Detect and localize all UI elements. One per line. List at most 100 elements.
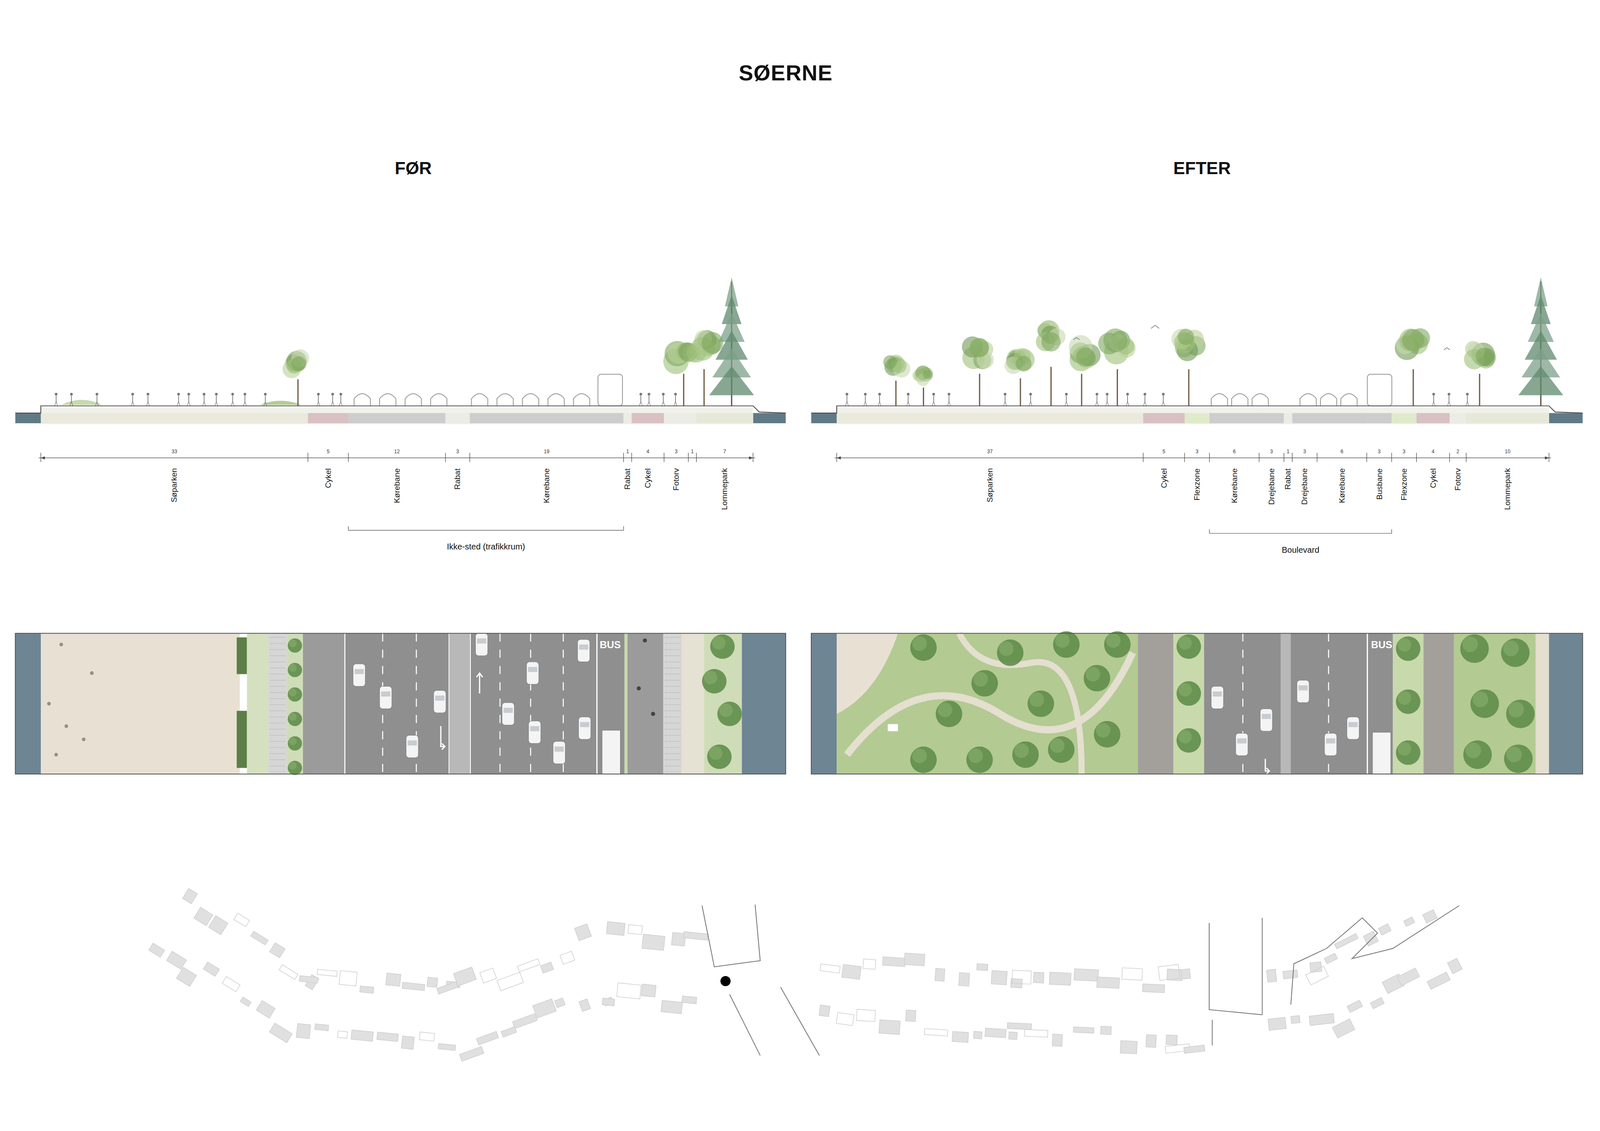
- bracket-line: [1391, 529, 1392, 534]
- tree-canopy: [1395, 636, 1421, 662]
- car-outline: [1231, 393, 1248, 406]
- person-figure: [1145, 402, 1147, 407]
- water: [752, 413, 786, 424]
- tree-canopy: [1093, 721, 1121, 748]
- surface-line: [15, 405, 786, 413]
- tree-canopy: [719, 703, 733, 718]
- building: [193, 907, 213, 926]
- building: [517, 959, 540, 973]
- park-path: [847, 652, 1133, 755]
- paving-joint: [664, 735, 681, 736]
- page-title: SØERNE: [738, 60, 833, 86]
- paving-joint: [664, 686, 681, 687]
- car: [578, 717, 591, 740]
- building: [437, 1043, 456, 1051]
- cyclist: [642, 638, 648, 643]
- tree-canopy: [1052, 631, 1080, 658]
- building: [166, 951, 187, 970]
- bus-outline: [597, 374, 623, 406]
- ground-band: [445, 413, 470, 424]
- paving-joint: [664, 680, 681, 681]
- person-figure: [1433, 402, 1436, 407]
- tree-canopy: [1463, 740, 1493, 770]
- car-window: [354, 669, 364, 675]
- building: [1049, 972, 1071, 986]
- map-road: [1209, 923, 1263, 1015]
- tree-trunk: [979, 373, 981, 406]
- tree-canopy: [1083, 665, 1111, 692]
- figure-dot: [54, 752, 58, 757]
- tree-canopy: [1506, 746, 1523, 763]
- tree-canopy: [1085, 667, 1101, 682]
- road: [1204, 633, 1393, 775]
- cyclist: [650, 712, 655, 717]
- building: [935, 968, 945, 982]
- car: [352, 664, 365, 687]
- dimension-tick: [1184, 452, 1185, 463]
- tree-canopy: [1395, 689, 1421, 715]
- tree-canopy: [1012, 741, 1039, 769]
- ground-band: [836, 413, 1143, 424]
- building: [182, 888, 198, 905]
- tree-canopy: [287, 662, 303, 678]
- building: [279, 965, 298, 980]
- person-figure: [863, 402, 866, 407]
- person-figure: [1162, 392, 1165, 396]
- bracket-line: [347, 526, 349, 531]
- tree-trunk: [703, 369, 705, 406]
- bus-lane-text: BUS: [1371, 639, 1393, 651]
- person-figure: [1029, 392, 1032, 396]
- person-figure: [331, 402, 333, 407]
- location-dot: [720, 976, 731, 987]
- person-figure: [1432, 402, 1434, 407]
- building: [540, 962, 554, 974]
- bus-outline: [1367, 374, 1393, 406]
- building: [337, 1031, 348, 1039]
- tree-canopy: [910, 634, 937, 662]
- paving-joint: [664, 722, 681, 724]
- dimension-value: 12: [394, 449, 400, 455]
- tree-canopy: [1500, 638, 1530, 668]
- paving-joint: [269, 710, 286, 712]
- car-outline: [471, 393, 488, 406]
- person-figure: [1005, 402, 1007, 407]
- building: [1008, 1032, 1018, 1040]
- paving-joint: [269, 643, 286, 644]
- tree-canopy: [1104, 631, 1131, 658]
- person-figure: [865, 402, 868, 407]
- car: [1324, 733, 1337, 756]
- tree-canopy: [1176, 634, 1202, 660]
- segment-name: Flexzone: [1192, 468, 1202, 501]
- dimension-value: 3: [674, 449, 678, 455]
- dimension-tick: [696, 452, 697, 463]
- building: [1033, 972, 1044, 984]
- paving: [268, 633, 287, 775]
- person-figure: [146, 392, 150, 396]
- person-figure: [1095, 402, 1098, 407]
- dimension-value: 3: [1270, 449, 1273, 455]
- car-window: [503, 707, 513, 713]
- person-figure: [54, 402, 57, 407]
- building: [819, 1005, 830, 1017]
- dimension-tick: [445, 452, 446, 463]
- car-window: [477, 638, 487, 644]
- tree-canopy: [968, 748, 983, 764]
- dimension-arrow: [836, 456, 841, 460]
- person-figure: [1030, 402, 1033, 407]
- ground: [40, 407, 753, 425]
- segment-name: Cykel: [1159, 468, 1169, 489]
- hedge: [236, 710, 247, 768]
- tree-crown: [1475, 347, 1493, 365]
- bracket-label: Boulevard: [1281, 545, 1320, 555]
- bracket-label: Ikke-sted (trafikkrum): [446, 542, 525, 552]
- person-figure: [1125, 402, 1128, 407]
- flexzone: [1173, 633, 1204, 775]
- person-figure: [1161, 402, 1164, 407]
- tree-canopy: [1095, 723, 1111, 738]
- bracket-line: [1209, 533, 1392, 534]
- ground-band: [1416, 413, 1450, 424]
- car-outline: [1340, 393, 1358, 406]
- dimension-tick: [1465, 452, 1467, 463]
- building: [1165, 1035, 1178, 1045]
- ground-band: [1366, 413, 1392, 424]
